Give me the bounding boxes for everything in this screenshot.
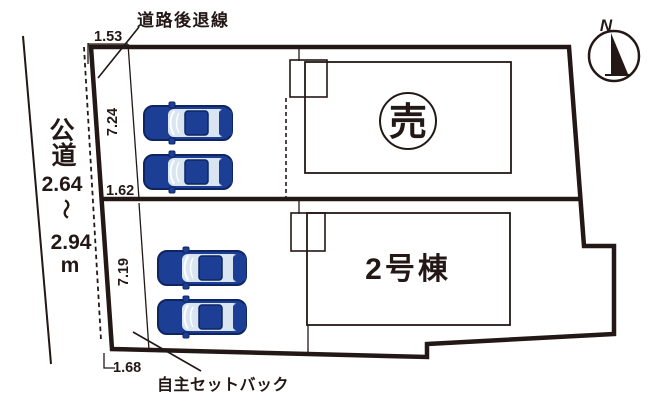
dim-middle-width: 1.62 — [106, 183, 134, 199]
dim-bottom-width: 1.68 — [113, 360, 141, 376]
self-setback-label: 自主セットバック — [157, 375, 289, 394]
lot-outer-boundary — [88, 44, 617, 360]
dim-tick-bottom — [103, 353, 115, 369]
dim-lot1-depth: 7.24 — [105, 108, 121, 136]
dim-line-lot2-depth — [138, 202, 150, 351]
lot1-porch — [289, 59, 328, 98]
sale-mark-label: 売 — [389, 102, 427, 144]
svg-text:公: 公 — [49, 117, 74, 145]
road-edge-line — [22, 35, 52, 365]
car-3 — [157, 246, 247, 290]
road-setback-leader-line — [97, 26, 140, 79]
sale-mark-circle — [379, 92, 437, 150]
north-compass-icon: N — [587, 16, 641, 83]
road-boundary-dashed-line — [83, 46, 102, 341]
lot2-building — [306, 212, 511, 326]
road-width-min: 2.64 — [42, 173, 83, 196]
dim-top-width: 1.53 — [94, 29, 122, 45]
car-1 — [143, 101, 233, 145]
lot2-porch — [290, 212, 326, 252]
car-2 — [143, 150, 233, 194]
road-width-unit: m — [61, 254, 80, 277]
car-4 — [157, 295, 247, 339]
svg-text:道: 道 — [51, 141, 76, 170]
road-width-tilde: ～ — [54, 199, 76, 219]
self-setback-leader-line — [132, 331, 202, 372]
dim-lot2-depth: 7.19 — [116, 258, 132, 286]
road-setback-label: 道路後退線 — [137, 10, 230, 30]
road-width-max: 2.94 — [51, 231, 92, 254]
public-road-label: 公 道 2.64 ～ 2.94 m — [42, 117, 92, 277]
lot2-building-label: 2号棟 — [365, 253, 451, 286]
dim-line-lot1-depth — [127, 43, 140, 200]
